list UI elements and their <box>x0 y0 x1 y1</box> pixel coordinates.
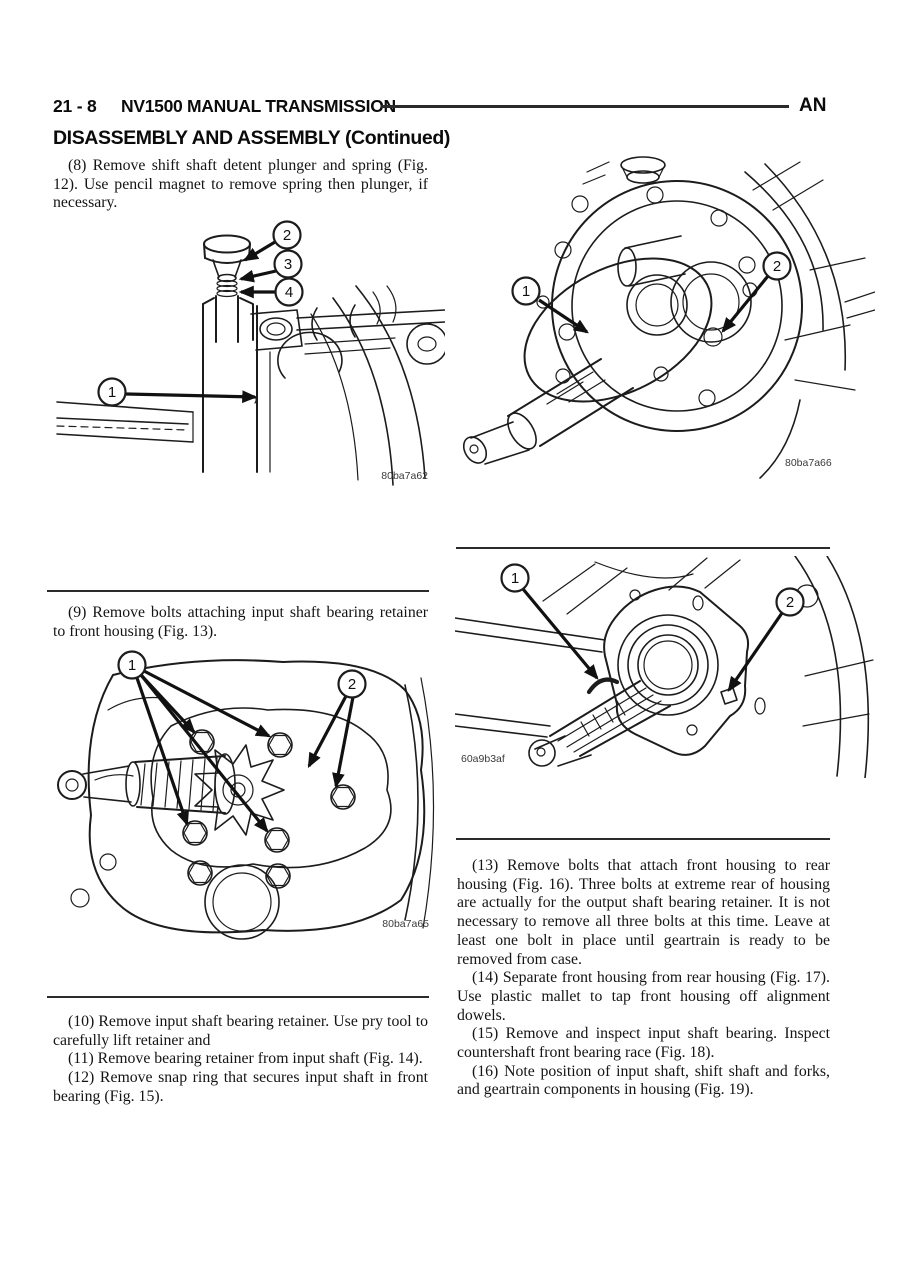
step-10-text: (10) Remove input shaft bearing retainer… <box>53 1013 428 1049</box>
snap-ring-illustration: 1 2 60a9b3af <box>455 556 874 778</box>
bolt <box>187 860 213 886</box>
input-shaft-splined <box>528 680 671 767</box>
shift-shaft <box>56 401 194 443</box>
callout-arrows <box>538 274 770 334</box>
retainer-plate <box>603 585 750 756</box>
bearing-clip <box>720 687 738 705</box>
callout-1: 1 <box>117 650 147 680</box>
callout-1-number: 1 <box>108 384 116 401</box>
housing-contour <box>70 659 435 934</box>
callout-1: 1 <box>97 377 127 407</box>
inner-hub <box>617 235 752 343</box>
step-14-text: (14) Separate front housing from rear ho… <box>457 969 830 1024</box>
paragraph-steps-10-12: (10) Remove input shaft bearing retainer… <box>53 1013 428 1107</box>
callout-1-number: 1 <box>128 657 136 674</box>
section-title: DISASSEMBLY AND ASSEMBLY (Continued) <box>53 127 450 149</box>
paragraph-step-8: (8) Remove shift shaft detent plunger an… <box>53 157 428 213</box>
bolt <box>189 729 215 755</box>
step-15-text: (15) Remove and inspect input shaft bear… <box>457 1025 830 1062</box>
column-divider-rule <box>47 590 429 592</box>
detent-plunger-illustration: 2 3 4 1 80ba7a62 <box>56 220 445 486</box>
input-shaft <box>57 753 236 815</box>
bolt <box>267 732 293 758</box>
callout-3-number: 3 <box>284 256 292 273</box>
page-number: 21 - 8 <box>53 96 97 116</box>
column-divider-rule <box>456 838 830 840</box>
callout-1-number: 1 <box>511 570 519 587</box>
housing-face <box>551 180 803 432</box>
callout-arrows <box>125 240 277 404</box>
callout-2: 2 <box>762 251 792 281</box>
callout-2-number: 2 <box>786 594 794 611</box>
retainer-bolts-illustration: 1 2 80ba7a65 <box>57 650 435 940</box>
callout-4: 4 <box>274 277 304 307</box>
callout-4-number: 4 <box>285 284 293 301</box>
shift-rails <box>296 304 445 365</box>
bolt <box>182 820 208 846</box>
step-16-text: (16) Note position of input shaft, shift… <box>457 1062 830 1099</box>
callout-1: 1 <box>511 276 541 306</box>
callout-3: 3 <box>273 249 303 279</box>
front-housing-illustration: 1 2 80ba7a66 <box>462 156 875 479</box>
callout-2-number: 2 <box>283 227 291 244</box>
figure-code: 80ba7a65 <box>382 918 429 930</box>
step-13-text: (13) Remove bolts that attach front hous… <box>457 857 830 968</box>
chapter-title: NV1500 MANUAL TRANSMISSION <box>121 96 396 116</box>
plunger-and-spring <box>203 234 251 343</box>
figure-input-shaft-snap-ring: 1 2 60a9b3af <box>455 556 875 778</box>
callout-arrows <box>521 587 784 692</box>
callout-2: 2 <box>337 669 367 699</box>
paragraph-step-9: (9) Remove bolts attaching input shaft b… <box>53 604 428 641</box>
bolt <box>264 827 290 853</box>
fill-plug <box>582 156 666 185</box>
background-ribs <box>455 557 741 738</box>
rear-case <box>744 161 875 479</box>
gasket-outline <box>150 707 392 869</box>
callout-2-number: 2 <box>348 676 356 693</box>
callout-2: 2 <box>272 220 302 250</box>
volume-code: AN <box>799 95 827 116</box>
retainer-bolts <box>182 729 356 889</box>
paragraph-steps-13-16: (13) Remove bolts that attach front hous… <box>457 857 830 1100</box>
bolt <box>265 863 291 889</box>
header-rule <box>381 105 789 108</box>
callout-1-number: 1 <box>522 283 530 300</box>
figure-code: 80ba7a66 <box>785 457 832 469</box>
lower-bore <box>204 864 280 940</box>
callout-2: 2 <box>775 587 805 617</box>
figure-code: 80ba7a62 <box>381 470 428 482</box>
callout-2-number: 2 <box>773 258 781 275</box>
step-9-text: (9) Remove bolts attaching input shaft b… <box>53 604 428 640</box>
bearing-retainer <box>523 257 713 403</box>
figure-detent-plunger: 2 3 4 1 80ba7a62 <box>55 220 445 492</box>
callout-arrows <box>135 669 355 833</box>
column-divider-rule <box>456 547 830 549</box>
step-8-text: (8) Remove shift shaft detent plunger an… <box>53 157 428 212</box>
figure-retainer-bolts: 1 2 80ba7a65 <box>53 650 445 940</box>
bolt <box>330 784 356 810</box>
callout-1: 1 <box>500 563 530 593</box>
rear-case-right <box>754 556 874 778</box>
snap-ring <box>586 677 620 695</box>
case-arcs <box>310 285 426 486</box>
housing-boss <box>202 297 343 473</box>
input-shaft <box>462 358 634 465</box>
figure-code: 60a9b3af <box>461 753 505 765</box>
column-divider-rule <box>47 996 429 998</box>
step-12-text: (12) Remove snap ring that secures input… <box>53 1069 428 1105</box>
step-11-text: (11) Remove bearing retainer from input … <box>68 1050 423 1068</box>
figure-front-housing-retainer: 1 2 80ba7a66 <box>455 150 875 488</box>
